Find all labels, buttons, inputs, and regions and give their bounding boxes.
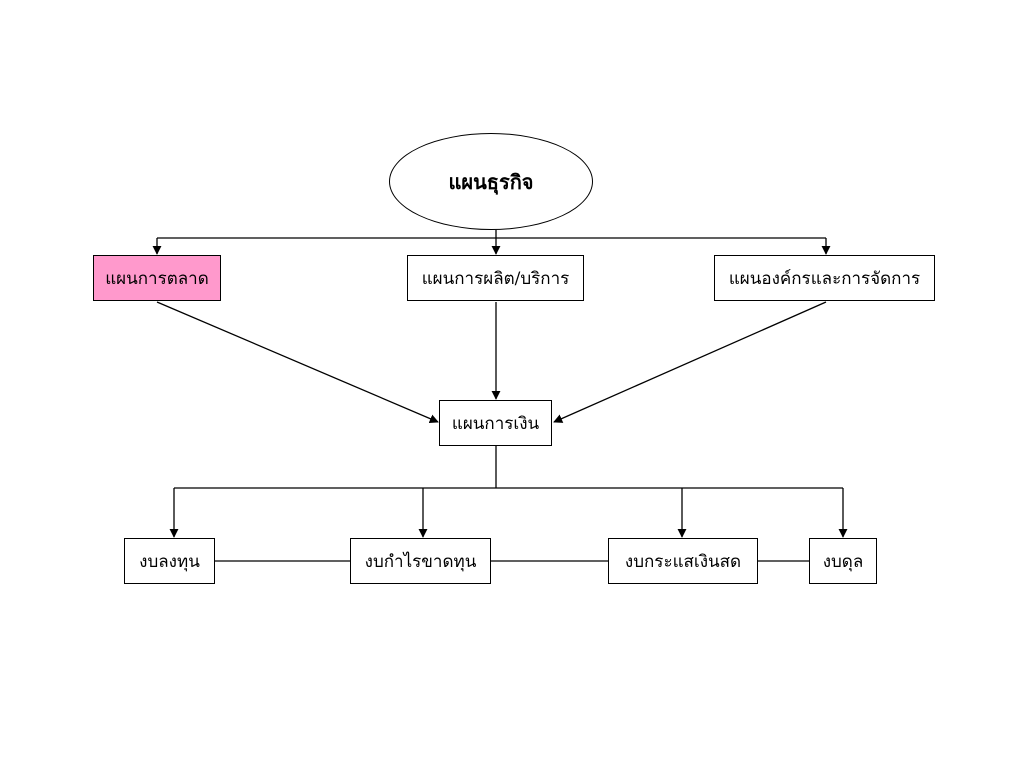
node-investment-budget: งบลงทุน — [124, 538, 215, 584]
node-label: แผนการผลิต/บริการ — [421, 268, 570, 289]
node-label: แผนการตลาด — [105, 268, 209, 289]
node-label: แผนการเงิน — [451, 413, 540, 434]
root-node-business-plan: แผนธุรกิจ — [389, 133, 593, 230]
node-marketing-plan: แผนการตลาด — [93, 255, 221, 301]
arrow-organization-to-finance — [553, 301, 827, 423]
node-label: งบลงทุน — [139, 551, 200, 572]
root-node-label: แผนธุรกิจ — [448, 169, 534, 194]
node-label: งบดุล — [822, 551, 864, 572]
node-organization-management-plan: แผนองค์กรและการจัดการ — [714, 255, 935, 301]
node-label: งบกำไรขาดทุน — [364, 551, 477, 572]
node-balance-sheet: งบดุล — [809, 538, 877, 584]
node-label: งบกระแสเงินสด — [624, 551, 742, 572]
node-financial-plan: แผนการเงิน — [439, 400, 552, 446]
node-cash-flow-statement: งบกระแสเงินสด — [608, 538, 758, 584]
node-label: แผนองค์กรและการจัดการ — [728, 268, 921, 289]
node-income-statement: งบกำไรขาดทุน — [350, 538, 491, 584]
node-production-service-plan: แผนการผลิต/บริการ — [407, 255, 584, 301]
arrow-marketing-to-finance — [156, 301, 439, 423]
